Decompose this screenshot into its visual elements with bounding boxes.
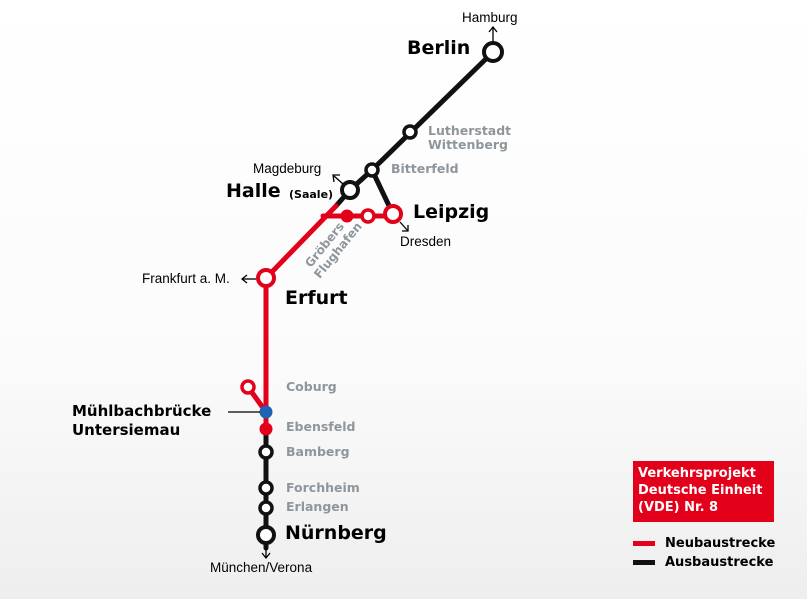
station-label-nuernberg: Nürnberg bbox=[285, 522, 387, 544]
station-label-wittenberg: Lutherstadt Wittenberg bbox=[428, 123, 512, 153]
arrow-dresden-icon bbox=[399, 221, 409, 232]
station-forchheim bbox=[258, 480, 274, 496]
station-wittenberg bbox=[402, 124, 418, 140]
station-label-ebensfeld: Ebensfeld bbox=[286, 419, 356, 434]
station-nuernberg bbox=[256, 525, 276, 545]
station-berlin bbox=[482, 41, 504, 63]
station-bamberg bbox=[258, 444, 274, 460]
station-label-bitterfeld: Bitterfeld bbox=[391, 161, 459, 176]
arrow-hamburg-icon bbox=[488, 25, 498, 42]
station-label-wittenberg-line2: Wittenberg bbox=[428, 137, 508, 153]
station-coburg bbox=[240, 379, 256, 395]
station-ebensfeld bbox=[259, 422, 273, 436]
station-label-muehlbachbruecke-line2: Untersiemau bbox=[72, 420, 181, 439]
arrow-frankfurt-icon bbox=[240, 274, 256, 284]
legend-ausbau-swatch bbox=[633, 559, 655, 565]
legend-ausbau-label: Ausbaustrecke bbox=[665, 554, 774, 570]
neubau-lines bbox=[245, 203, 396, 432]
station-groebers bbox=[340, 209, 354, 223]
connection-magdeburg: Magdeburg bbox=[253, 161, 322, 176]
station-label-forchheim: Forchheim bbox=[286, 480, 360, 495]
station-label-berlin: Berlin bbox=[407, 37, 471, 59]
legend-title-line1: Verkehrsprojekt bbox=[638, 466, 756, 481]
legend-neubau-swatch bbox=[633, 540, 655, 546]
arrow-muenchen-icon bbox=[261, 545, 271, 560]
connection-hamburg: Hamburg bbox=[462, 10, 518, 25]
station-label-leipzig: Leipzig bbox=[413, 201, 490, 223]
legend-neubau: Neubaustrecke bbox=[633, 534, 775, 552]
legend-title-box: Verkehrsprojekt Deutsche Einheit (VDE) N… bbox=[633, 461, 774, 522]
legend-neubau-label: Neubaustrecke bbox=[665, 535, 776, 551]
station-label-erfurt: Erfurt bbox=[285, 287, 348, 309]
station-flughafen bbox=[360, 208, 376, 224]
connection-dresden: Dresden bbox=[400, 234, 452, 249]
station-erlangen bbox=[258, 500, 274, 516]
connection-frankfurt: Frankfurt a. M. bbox=[142, 271, 230, 286]
station-muehlbachbruecke bbox=[259, 405, 273, 419]
station-halle bbox=[340, 180, 360, 200]
station-label-halle: Halle bbox=[226, 180, 281, 202]
arrow-magdeburg-icon bbox=[332, 174, 344, 185]
line-berlin-bitterfeld bbox=[369, 49, 496, 173]
station-label-coburg: Coburg bbox=[286, 379, 337, 394]
station-label-muehlbachbruecke: Mühlbachbrücke Untersiemau bbox=[72, 402, 211, 440]
station-leipzig bbox=[383, 204, 403, 224]
station-label-wittenberg-line1: Lutherstadt bbox=[428, 123, 512, 138]
legend-title-line3: (VDE) Nr. 8 bbox=[638, 500, 719, 516]
station-erfurt bbox=[256, 268, 276, 288]
legend-ausbau: Ausbaustrecke bbox=[633, 553, 773, 571]
legend-title-line2: Deutsche Einheit bbox=[638, 483, 763, 499]
station-bitterfeld bbox=[364, 162, 380, 178]
station-label-erlangen: Erlangen bbox=[286, 499, 349, 514]
station-label-halle-suffix: (Saale) bbox=[289, 188, 334, 201]
station-label-muehlbachbruecke-line1: Mühlbachbrücke bbox=[72, 402, 212, 420]
station-label-bamberg: Bamberg bbox=[286, 444, 350, 459]
connection-muenchen: München/Verona bbox=[210, 560, 313, 575]
